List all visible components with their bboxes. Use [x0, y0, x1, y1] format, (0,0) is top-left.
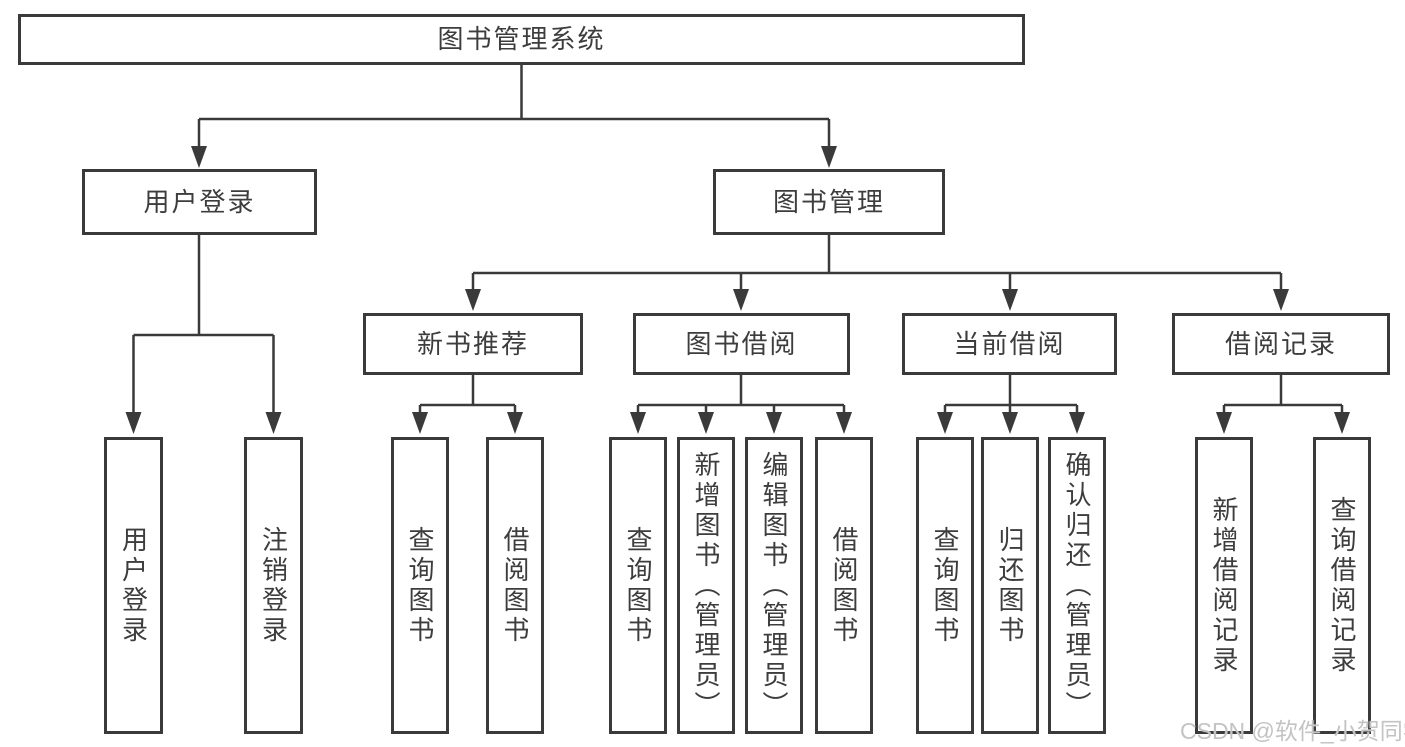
node-label: 注销登录	[258, 525, 289, 646]
node-borrow-books-recommendation: 借阅图书	[486, 437, 544, 734]
watermark: CSDN @软件_小贺同学	[1180, 718, 1405, 744]
node-label: 归还图书	[995, 525, 1025, 646]
node-label: 查询图书	[405, 525, 435, 646]
node-label: 借阅记录	[1224, 328, 1337, 359]
node-logout-action: 注销登录	[244, 437, 303, 734]
node-label: 用户登录	[118, 525, 149, 646]
node-label: 当前借阅	[953, 328, 1066, 359]
node-label: 新书推荐	[416, 328, 529, 359]
node-library-system: 图书管理系统	[18, 14, 1025, 65]
node-query-books-recommendation: 查询图书	[391, 437, 449, 734]
node-label: 新增借阅记录	[1209, 495, 1239, 676]
node-book-borrowing: 图书借阅	[633, 313, 850, 375]
node-label: 图书管理	[772, 186, 885, 217]
node-user-login-action: 用户登录	[104, 437, 163, 734]
node-edit-book-admin: 编辑图书（管理员）	[745, 437, 803, 734]
node-new-book-recommendation: 新书推荐	[363, 313, 583, 375]
node-label: 确认归还（管理员）	[1062, 450, 1092, 721]
node-return-book: 归还图书	[981, 437, 1039, 734]
node-borrowing-records: 借阅记录	[1172, 313, 1390, 375]
node-label: 图书管理系统	[437, 24, 606, 55]
node-user-login: 用户登录	[82, 169, 317, 235]
node-label: 新增图书（管理员）	[691, 450, 721, 721]
node-label: 查询图书	[623, 525, 653, 646]
node-label: 借阅图书	[500, 525, 530, 646]
node-confirm-return-admin: 确认归还（管理员）	[1048, 437, 1106, 734]
node-label: 编辑图书（管理员）	[759, 450, 789, 721]
node-borrow-books-borrowing: 借阅图书	[815, 437, 873, 734]
node-label: 借阅图书	[829, 525, 859, 646]
node-current-borrowing: 当前借阅	[902, 313, 1117, 375]
node-add-book-admin: 新增图书（管理员）	[677, 437, 735, 734]
node-label: 查询借阅记录	[1327, 495, 1357, 676]
node-query-books-borrowing: 查询图书	[609, 437, 667, 734]
node-add-borrowing-record: 新增借阅记录	[1195, 437, 1253, 734]
node-label: 查询图书	[930, 525, 960, 646]
node-label: 用户登录	[143, 186, 256, 217]
node-label: 图书借阅	[685, 328, 798, 359]
arrowheads	[125, 146, 1350, 434]
node-query-books-current: 查询图书	[916, 437, 974, 734]
node-query-borrowing-record: 查询借阅记录	[1313, 437, 1371, 734]
node-book-management: 图书管理	[713, 169, 945, 235]
